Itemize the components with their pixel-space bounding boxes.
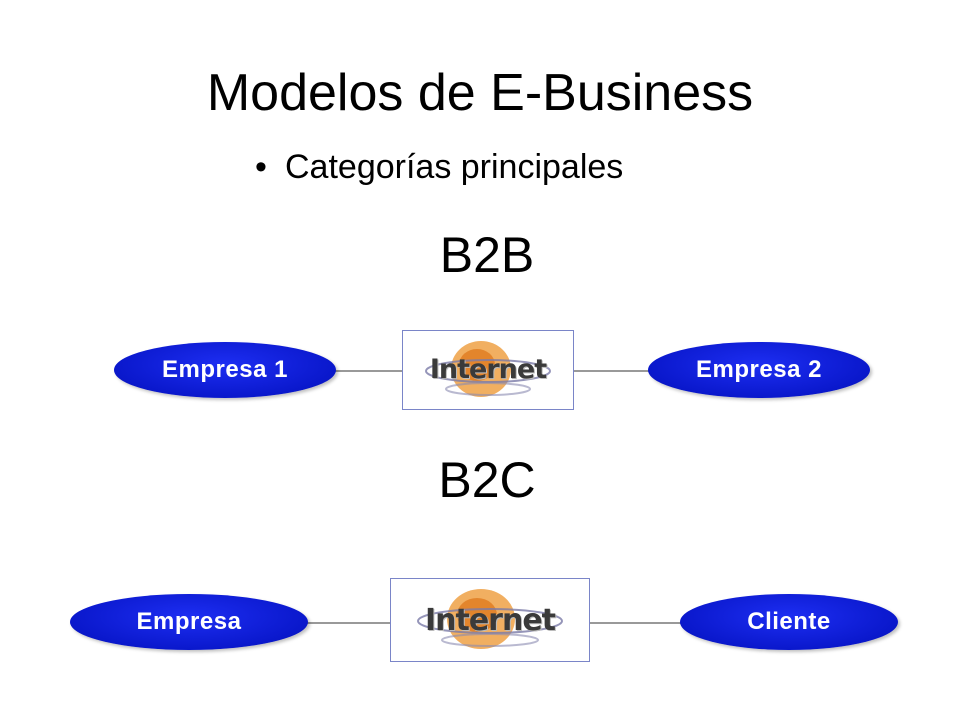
bullet-dot-icon: • [255,148,267,186]
node-empresa-1: Empresa 1 [114,342,336,398]
connector-right [588,622,684,624]
diagram-b2c: Empresa Internet Cliente [0,566,960,686]
node-label: Cliente [747,608,831,635]
section-label-b2c: B2C [438,452,536,508]
node-empresa-2: Empresa 2 [648,342,870,398]
node-label: Empresa 2 [696,356,822,383]
bullet-text: Categorías principales [285,148,624,186]
slide-title: Modelos de E-Business [206,64,754,122]
diagram-b2b: Empresa 1 Internet Empresa 2 [0,320,960,440]
connector-left [305,622,391,624]
hub-internet: Internet [402,330,574,410]
hub-label: Internet [429,354,547,385]
node-label: Empresa [136,608,242,635]
globe-icon [417,589,563,649]
hub-label: Internet [424,603,556,638]
section-label-b2b: B2B [439,227,535,283]
node-cliente: Cliente [680,594,898,650]
globe-icon [425,341,551,397]
connector-left [330,370,402,372]
node-label: Empresa 1 [162,356,288,383]
bullet-item: • Categorías principales [255,143,623,191]
node-empresa: Empresa [70,594,308,650]
connector-right [572,370,652,372]
hub-internet: Internet [390,578,590,662]
